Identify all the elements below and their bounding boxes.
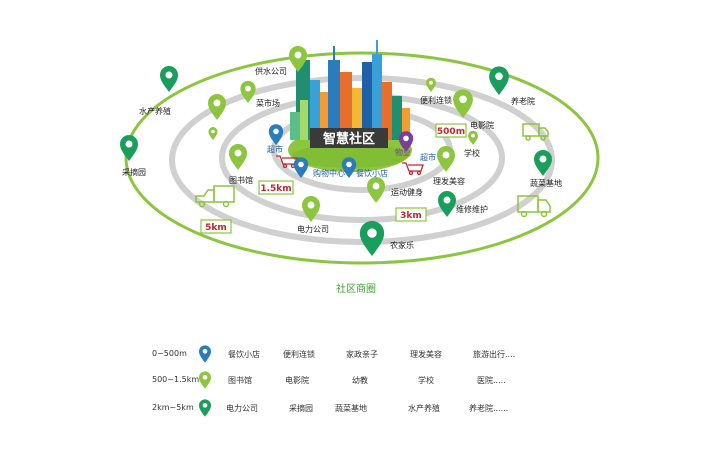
legend-item: 理发美容	[410, 350, 442, 359]
city-skyline	[290, 40, 410, 140]
legend-item: 便利连锁	[283, 350, 315, 359]
label-gongshui: 供水公司	[255, 66, 287, 76]
label-xuexiao: 学校	[464, 148, 480, 158]
map-pin-icon	[240, 80, 256, 103]
label-dianyingyuan: 电影院	[470, 120, 494, 130]
label-bianli: 便利连锁	[420, 95, 452, 105]
map-pin-icon	[120, 135, 138, 161]
legend-row: 500~1.5km 图书馆 电影院 幼教 学校 医院.....	[0, 370, 725, 390]
legend-item: 蔬菜基地	[335, 404, 367, 413]
svg-text:5km: 5km	[205, 223, 227, 233]
label-gouwuzhongxin: 购物中心	[313, 168, 345, 178]
legend-pin-shape	[199, 399, 211, 417]
label-shuichan: 水产养殖	[139, 106, 171, 116]
label-dianli: 电力公司	[297, 224, 329, 234]
map-pin-icon	[208, 127, 218, 140]
truck-icon	[517, 195, 551, 218]
label-canyin: 餐饮小店	[356, 168, 388, 178]
label-wuye: 物业	[395, 147, 411, 157]
map-pin-icon	[268, 124, 284, 145]
map-pin-icon	[199, 371, 211, 389]
distance-tag-3km: 3km	[395, 207, 427, 222]
map-pin-icon	[468, 130, 478, 145]
label-chaoshi-left: 超市	[267, 144, 283, 154]
map-pin-icon	[359, 220, 385, 256]
map-pin-icon	[208, 94, 226, 120]
cart-icon	[402, 162, 424, 176]
map-pin-icon	[438, 191, 456, 217]
legend-item: 家政亲子	[346, 350, 378, 359]
legend-item: 旅游出行....	[473, 350, 516, 359]
map-pin-icon	[229, 144, 247, 170]
center-label-box	[310, 128, 388, 148]
ring-outer	[124, 51, 600, 265]
map-pin-icon	[199, 399, 211, 417]
city-base-shadow	[292, 144, 408, 168]
label-weixiu: 维修维护	[456, 204, 488, 214]
map-pin-icon	[160, 66, 178, 92]
legend-item: 医院.....	[477, 376, 506, 385]
distance-tag-5km: 5km	[200, 219, 232, 234]
svg-text:3km: 3km	[400, 211, 422, 221]
label-yanglaoyuan: 养老院	[511, 96, 535, 106]
legend-pin-shape	[199, 371, 211, 389]
legend-range: 2km~5km	[152, 403, 194, 412]
legend: 0~500m 餐饮小店 便利连锁 家政亲子 理发美容 旅游出行.... 500~…	[0, 340, 725, 430]
label-yundong: 运动健身	[391, 187, 423, 197]
map-pin-icon	[489, 66, 509, 95]
center-label: 智慧社区	[323, 131, 375, 147]
legend-item: 电力公司	[226, 404, 258, 413]
legend-item: 电影院	[285, 376, 309, 385]
label-shucai: 蔬菜基地	[530, 178, 562, 188]
legend-row: 2km~5km 电力公司 采摘园 蔬菜基地 水产养殖 养老院......	[0, 398, 725, 418]
distance-tag-500m: 500m	[435, 123, 467, 138]
map-pin-icon	[367, 177, 385, 203]
truck-icon	[195, 185, 235, 208]
legend-range: 500~1.5km	[152, 375, 200, 384]
map-pin-icon	[426, 77, 436, 92]
diagram-title: 社区商圈	[336, 282, 376, 295]
legend-item: 水产养殖	[408, 404, 440, 413]
legend-item: 采摘园	[289, 404, 313, 413]
legend-item: 幼教	[352, 376, 368, 385]
legend-item: 图书馆	[228, 376, 252, 385]
legend-item: 学校	[418, 376, 434, 385]
label-nongjiale: 农家乐	[390, 240, 414, 250]
label-chaoshi-right: 超市	[420, 152, 436, 162]
legend-row: 0~500m 餐饮小店 便利连锁 家政亲子 理发美容 旅游出行....	[0, 344, 725, 364]
svg-text:1.5km: 1.5km	[260, 184, 291, 194]
map-pin-icon	[199, 345, 211, 363]
distance-tag-1.5km: 1.5km	[258, 180, 294, 195]
legend-item: 餐饮小店	[228, 350, 260, 359]
legend-range: 0~500m	[152, 349, 187, 358]
legend-pin-shape	[199, 345, 211, 363]
label-caizhaiyuan: 采摘园	[122, 167, 146, 177]
label-lifa: 理发美容	[433, 176, 465, 186]
svg-text:500m: 500m	[437, 127, 465, 137]
label-caishichang: 菜市场	[256, 98, 280, 108]
label-tushuguan: 图书馆	[229, 175, 253, 185]
truck-icon	[522, 123, 549, 141]
legend-item: 养老院......	[469, 404, 509, 413]
